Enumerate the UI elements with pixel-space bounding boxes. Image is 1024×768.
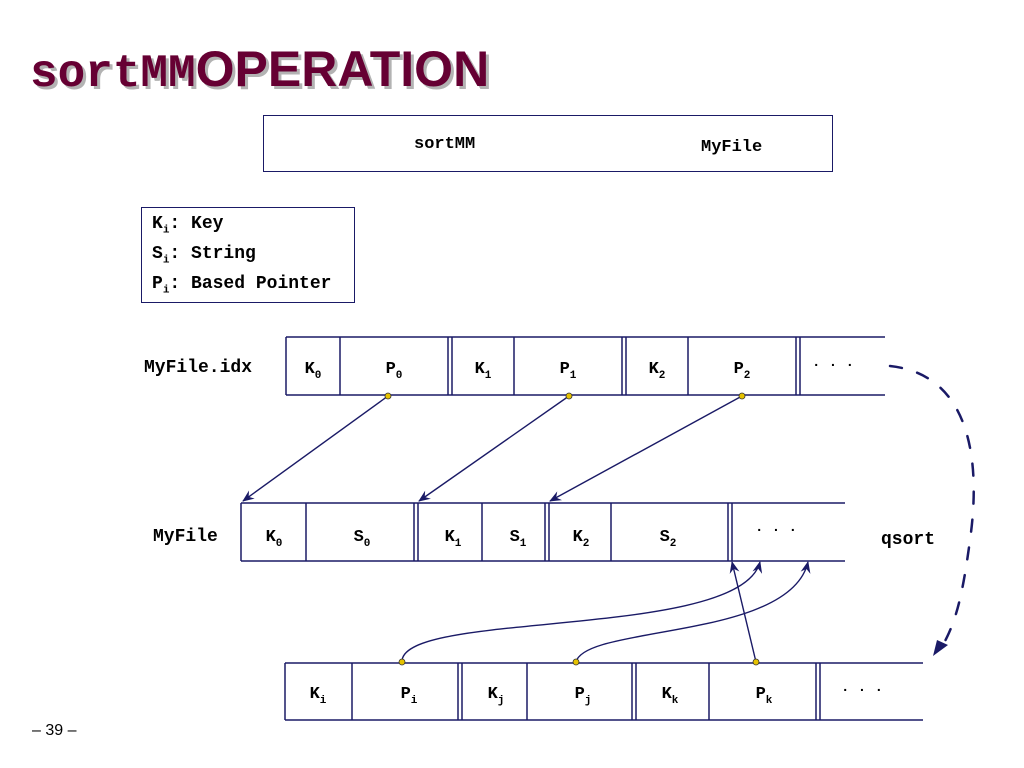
index-cell-k2: K2 [649,360,666,382]
sorted-cell-pi: Pi [401,685,418,707]
file-cell-s0: S0 [354,528,371,550]
sorted-pointer-arrows [401,561,811,663]
sorted-cell-kj: Kj [488,685,505,707]
sorted-cell-pj: Pj [575,685,592,707]
index-cell-p0: P0 [386,360,403,382]
legend-key: Ki: Key [152,214,224,237]
index-cell-k1: K1 [475,360,492,382]
pointer-dots [384,392,760,666]
file-cell-s2: S2 [660,528,677,550]
title-code: sortMM [30,48,196,100]
slide-title: sortMMOPERATION [30,40,489,110]
title-operation: OPERATION [195,41,490,97]
sorted-row [284,662,923,721]
file-cell-k2: K2 [573,528,590,550]
index-cell-p1: P1 [560,360,577,382]
page-number: – 39 – [32,722,77,739]
file-row [240,502,845,562]
file-ellipsis: · · · [755,523,797,539]
command-box: sortMM MyFile [263,115,833,172]
sorted-cell-pk: Pk [756,685,773,707]
command-file: MyFile [701,138,763,157]
index-ellipsis: · · · [812,358,854,374]
legend-box: Ki: Key Si: String Pi: Based Pointer [141,207,355,303]
file-cell-k1: K1 [445,528,462,550]
file-row-label: MyFile [153,527,218,547]
sorted-ellipsis: · · · [841,683,883,699]
legend-string: Si: String [152,244,256,267]
index-cell-p2: P2 [734,360,751,382]
index-row-label: MyFile.idx [144,358,253,378]
index-row [285,336,885,396]
file-cell-s1: S1 [510,528,527,550]
sorted-cell-ki: Ki [310,685,327,707]
command-program: sortMM [414,135,476,154]
qsort-arrowhead [933,640,948,656]
qsort-arrow [888,364,975,652]
file-cell-k0: K0 [266,528,283,550]
qsort-label: qsort [881,530,936,550]
pointer-arrows [242,395,743,502]
sorted-cell-kk: Kk [662,685,679,707]
index-cell-k0: K0 [305,360,322,382]
legend-pointer: Pi: Based Pointer [152,274,332,297]
